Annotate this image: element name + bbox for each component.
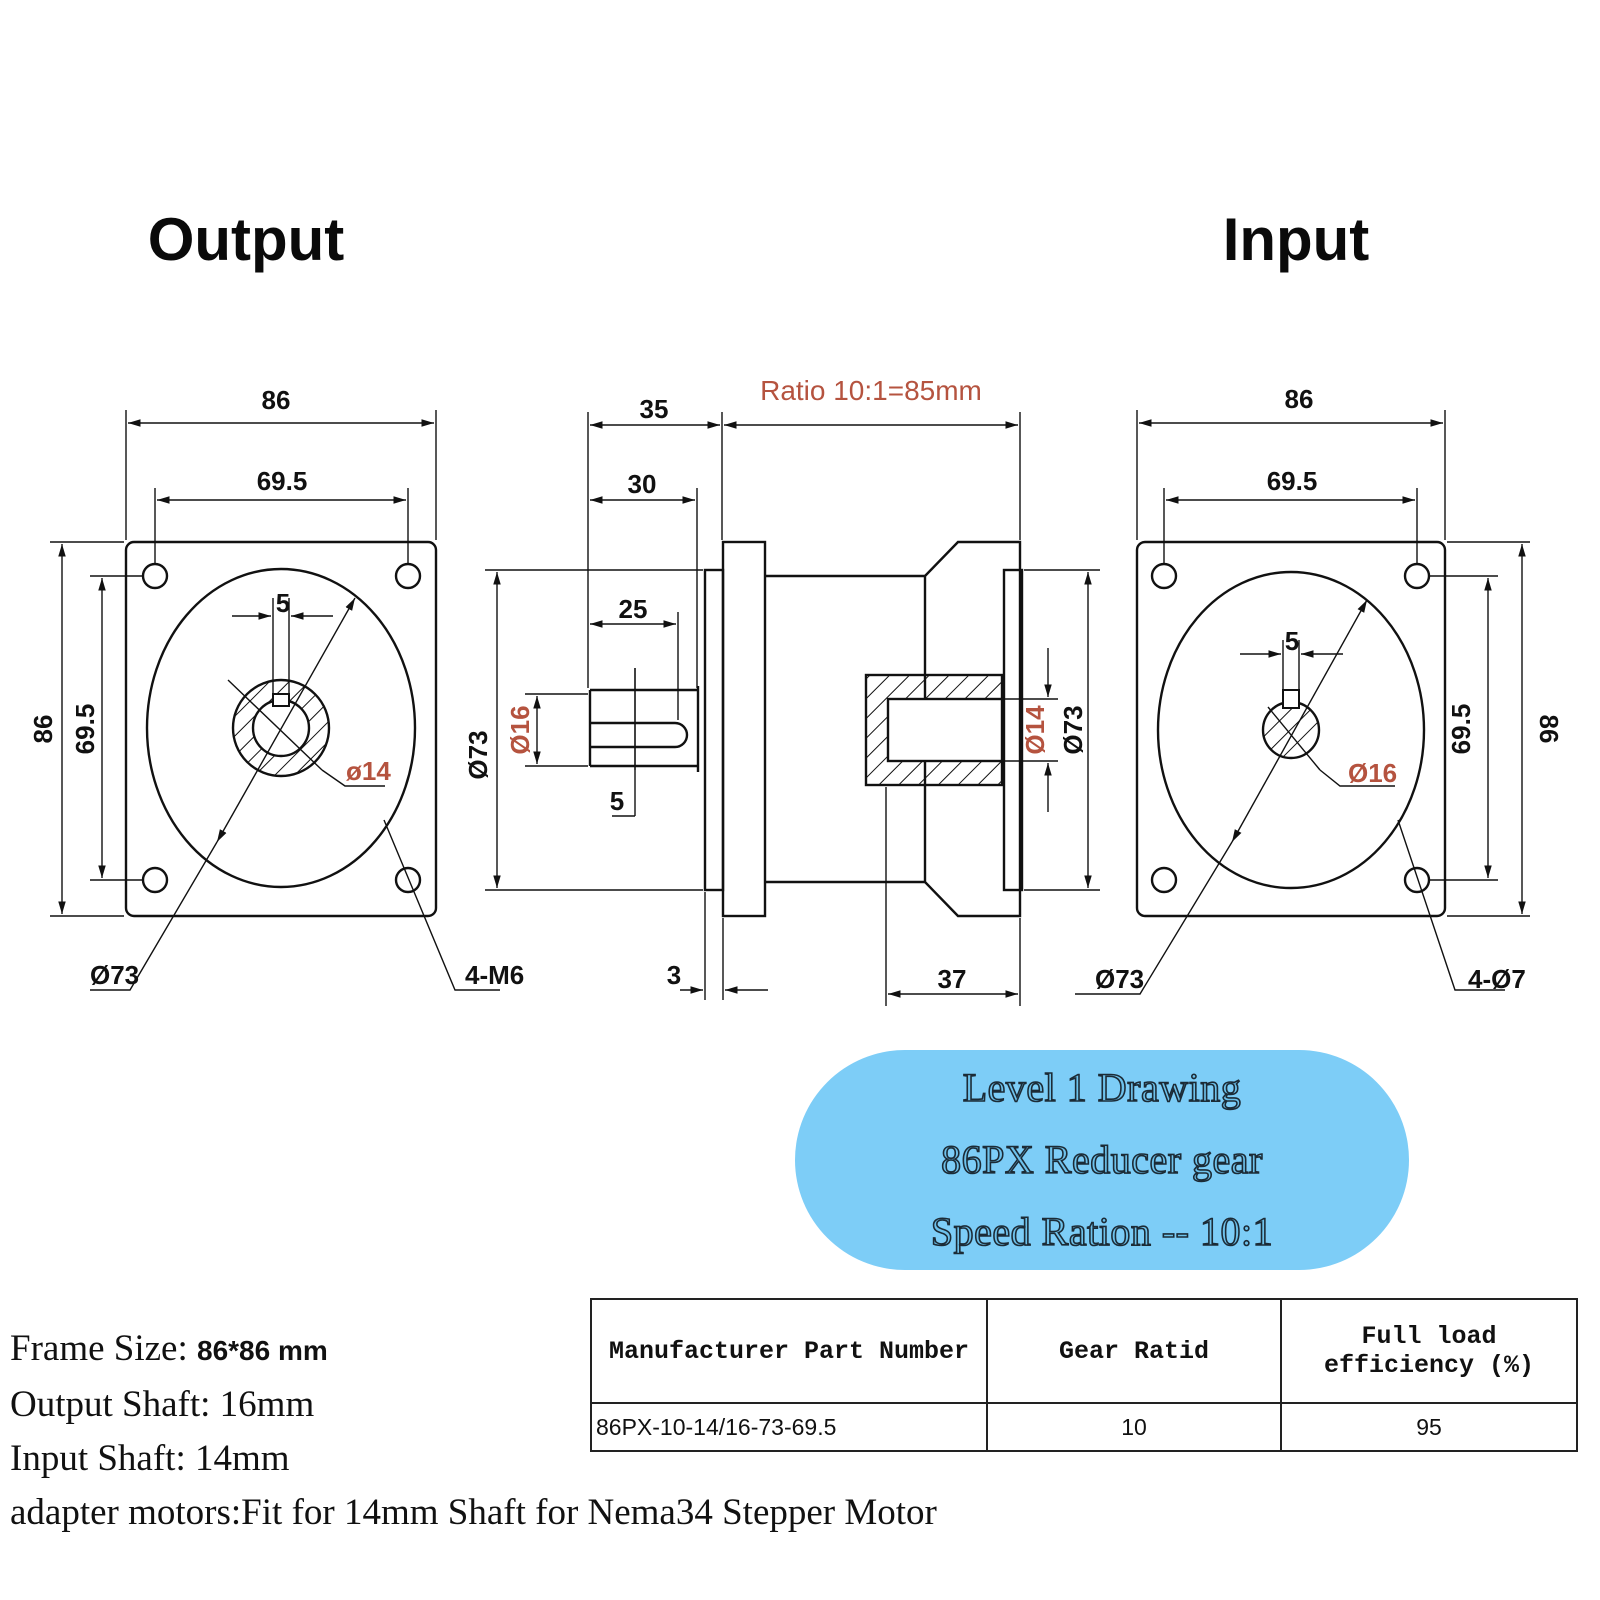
input-key-width-label: 5 bbox=[1285, 626, 1299, 656]
input-shaft-line: Input Shaft: 14mm bbox=[10, 1438, 290, 1479]
input-width-label: 86 bbox=[1285, 384, 1314, 414]
input-front-view: 86 69.5 86 69.5 5 Ø16 Ø73 4-Ø7 bbox=[1075, 384, 1564, 995]
badge-line-2: 86PX Reducer gear bbox=[940, 1136, 1263, 1183]
side-view: Ratio 10:1=85mm 35 30 25 5 Ø16 Ø73 3 Ø14… bbox=[463, 375, 1100, 1006]
header-efficiency: Full load efficiency (%) bbox=[1280, 1298, 1578, 1404]
frame-size-label: Frame Size: bbox=[10, 1328, 198, 1369]
frame-size-line: Frame Size: 86*86 mm bbox=[10, 1322, 937, 1378]
output-front-view: 86 69.5 86 69.5 5 ø14 Ø73 4-M6 bbox=[28, 385, 524, 991]
input-bore-label: Ø16 bbox=[1348, 758, 1397, 788]
header-gear-ratio: Gear Ratid bbox=[986, 1298, 1282, 1404]
dim-key-5-label: 5 bbox=[610, 786, 624, 816]
input-holes-label: 4-Ø7 bbox=[1468, 964, 1526, 994]
input-hole-spacing-h-label: 69.5 bbox=[1267, 466, 1318, 496]
flange-3-label: 3 bbox=[667, 960, 681, 990]
adapter-line: adapter motors:Fit for 14mm Shaft for Ne… bbox=[10, 1492, 937, 1533]
specs-block: Frame Size: 86*86 mm Output Shaft: 16mm … bbox=[10, 1322, 937, 1540]
dim-25-label: 25 bbox=[619, 594, 648, 624]
drawing-badge: Level 1 Drawing 86PX Reducer gear Speed … bbox=[795, 1050, 1409, 1270]
input-pilot-label: Ø73 bbox=[1095, 964, 1144, 994]
header-part-number: Manufacturer Part Number bbox=[590, 1298, 988, 1404]
output-width-label: 86 bbox=[262, 385, 291, 415]
output-height-label: 86 bbox=[28, 715, 58, 744]
cell-gear-ratio: 10 bbox=[986, 1402, 1282, 1452]
input-bore-side-label: Ø14 bbox=[1020, 705, 1050, 755]
dim-30-label: 30 bbox=[628, 469, 657, 499]
output-hole-spacing-h-label: 69.5 bbox=[257, 466, 308, 496]
output-key-width-label: 5 bbox=[276, 588, 290, 618]
dim-37-label: 37 bbox=[938, 964, 967, 994]
pilot-dia-label: Ø73 bbox=[463, 730, 493, 779]
input-hole-spacing-v-label: 69.5 bbox=[1446, 704, 1476, 755]
ratio-length-label: Ratio 10:1=85mm bbox=[760, 375, 982, 406]
output-holes-label: 4-M6 bbox=[465, 960, 524, 990]
spec-table: Manufacturer Part Number Gear Ratid Full… bbox=[590, 1298, 1578, 1452]
cell-part-number: 86PX-10-14/16-73-69.5 bbox=[590, 1402, 988, 1452]
output-shaft-line: Output Shaft: 16mm bbox=[10, 1384, 315, 1425]
table-header-row: Manufacturer Part Number Gear Ratid Full… bbox=[590, 1298, 1578, 1404]
output-pilot-label: Ø73 bbox=[90, 960, 139, 990]
input-title: Input bbox=[1223, 206, 1370, 273]
output-hole-spacing-v-label: 69.5 bbox=[70, 704, 100, 755]
input-pilot-side-label: Ø73 bbox=[1058, 705, 1088, 754]
output-bore-label: ø14 bbox=[346, 756, 391, 786]
input-height-label: 86 bbox=[1534, 715, 1564, 744]
output-title: Output bbox=[148, 206, 345, 273]
badge-line-1: Level 1 Drawing bbox=[962, 1064, 1242, 1111]
table-row: 86PX-10-14/16-73-69.5 10 95 bbox=[590, 1402, 1578, 1452]
dim-35-label: 35 bbox=[640, 394, 669, 424]
frame-size-value: 86*86 mm bbox=[197, 1335, 328, 1366]
shaft-dia-label: Ø16 bbox=[505, 705, 535, 754]
cell-efficiency: 95 bbox=[1280, 1402, 1578, 1452]
badge-line-3: Speed Ration -- 10:1 bbox=[930, 1208, 1274, 1255]
